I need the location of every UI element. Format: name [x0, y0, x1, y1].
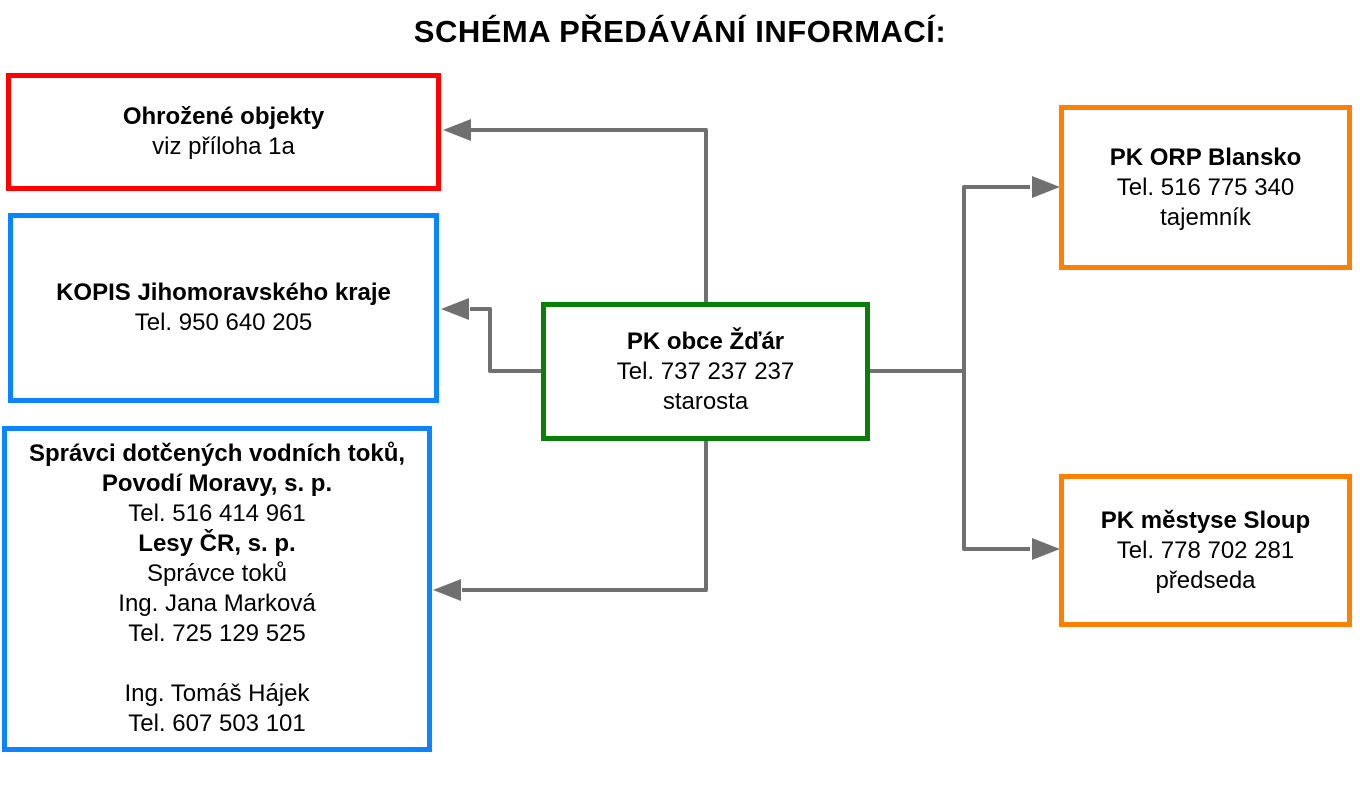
arrowhead-spravci [433, 579, 461, 601]
edge-center-spravci [462, 439, 708, 592]
node-blansko-name: PK ORP Blansko [1109, 143, 1302, 171]
node-spravci-phone2: Tel. 725 129 525 [128, 620, 306, 647]
node-ohrozene-name: Ohrožené objekty [122, 103, 325, 130]
node-sloup-name: PK městyse Sloup [1100, 506, 1311, 534]
node-ohrozene-objekty: Ohrožené objekty viz příloha 1a [6, 73, 441, 191]
node-spravci-toku: Správci dotčených vodních toků, Povodí M… [2, 426, 432, 752]
node-sloup-phone: Tel. 778 702 281 [1116, 536, 1295, 564]
node-pk-mestyse-sloup: PK městyse Sloup Tel. 778 702 281 předse… [1059, 474, 1352, 627]
node-ohrozene-note: viz příloha 1a [152, 133, 295, 160]
node-center-name: PK obce Žďár [626, 327, 785, 355]
node-spravci-person1: Ing. Jana Marková [118, 590, 316, 617]
arrowhead-kopis [441, 298, 469, 320]
node-center-role: starosta [662, 387, 749, 415]
node-pk-orp-blansko: PK ORP Blansko Tel. 516 775 340 tajemník [1059, 105, 1352, 270]
node-center-phone: Tel. 737 237 237 [616, 357, 795, 385]
edge-center-kopis [470, 307, 543, 373]
node-kopis: KOPIS Jihomoravského kraje Tel. 950 640 … [8, 213, 439, 403]
node-spravci-name1: Správci dotčených vodních toků, [28, 440, 406, 467]
node-blansko-role: tajemník [1160, 203, 1251, 231]
node-spravci-phone1: Tel. 516 414 961 [128, 500, 306, 527]
node-spravci-name2: Povodí Moravy, s. p. [101, 470, 333, 497]
edge-center-ohrozene [470, 128, 708, 303]
node-spravci-role: Správce toků [146, 560, 288, 587]
diagram-title: SCHÉMA PŘEDÁVÁNÍ INFORMACÍ: [413, 14, 947, 49]
arrowhead-ohrozene [443, 119, 471, 141]
node-spravci-name3: Lesy ČR, s. p. [138, 530, 296, 557]
node-kopis-name: KOPIS Jihomoravského kraje [56, 279, 391, 306]
node-sloup-role: předseda [1155, 566, 1256, 594]
edge-center-blansko [868, 185, 1030, 373]
node-blansko-phone: Tel. 516 775 340 [1116, 173, 1295, 201]
node-spravci-person2: Ing. Tomáš Hájek [124, 680, 310, 707]
edge-center-sloup [962, 371, 1030, 551]
node-kopis-phone: Tel. 950 640 205 [134, 309, 313, 336]
node-spravci-phone3: Tel. 607 503 101 [128, 710, 306, 737]
node-center-pk-obce: PK obce Žďár Tel. 737 237 237 starosta [541, 302, 870, 441]
arrowhead-blansko [1032, 176, 1060, 198]
arrowhead-sloup [1032, 538, 1060, 560]
